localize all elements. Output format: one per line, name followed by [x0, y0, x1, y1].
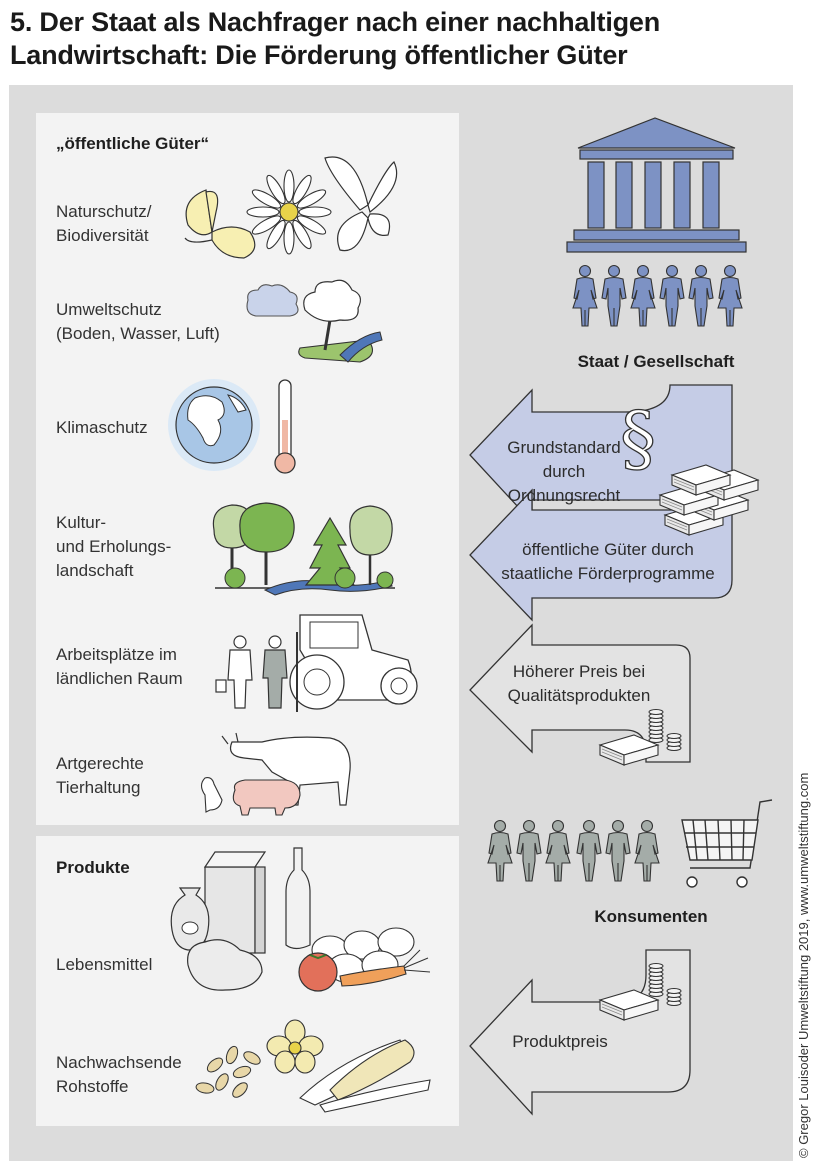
label-rohstoffe: Nachwachsende Rohstoffe — [56, 1053, 182, 1096]
farmer-tractor-icon — [215, 614, 418, 712]
farm-animals-icon — [200, 732, 351, 816]
products-heading: Produkte — [56, 858, 130, 877]
label-lebensmittel: Lebensmittel — [56, 955, 153, 974]
label-arbeitsplaetze: Arbeitsplätze im ländlichen Raum — [56, 645, 183, 688]
money-bills-icon — [659, 464, 759, 536]
qualitaet-label: Höherer Preis bei Qualitätsprodukten — [507, 662, 651, 705]
citizens-icon — [572, 264, 743, 327]
label-tierhaltung: Artgerechte Tierhaltung — [56, 754, 144, 797]
consumers-label: Konsumenten — [594, 907, 708, 926]
consumers-icon — [487, 819, 660, 882]
groceries-icon — [170, 847, 431, 992]
globe-thermometer-icon — [168, 379, 296, 474]
public-goods-heading: „öffentliche Güter“ — [56, 134, 210, 153]
label-klimaschutz: Klimaschutz — [56, 418, 148, 437]
label-landschaft: Kultur- und Erholungs- landschaft — [56, 513, 172, 580]
tree-river-icon — [246, 279, 383, 363]
produktpreis-label: Produktpreis — [512, 1032, 608, 1051]
label-naturschutz: Naturschutz/ Biodiversität — [56, 202, 152, 245]
label-umweltschutz: Umweltschutz (Boden, Wasser, Luft) — [56, 300, 220, 343]
page-title: 5. Der Staat als Nachfrager nach einer n… — [10, 6, 790, 72]
butterfly-flower-icon — [184, 156, 398, 259]
ordnungsrecht-label: Grundstandard durch Ordnungsrecht — [507, 438, 621, 505]
copyright-notice: © Gregor Louisoder Umweltstiftung 2019, … — [796, 772, 811, 1158]
state-label: Staat / Gesellschaft — [577, 352, 735, 371]
produktpreis-arrow — [469, 949, 691, 1116]
landscape-icon — [212, 502, 395, 596]
title-line-1: 5. Der Staat als Nachfrager nach einer n… — [10, 7, 661, 37]
paragraph-icon: § — [620, 396, 656, 480]
state-building-icon — [566, 117, 747, 253]
title-line-2: Landwirtschaft: Die Förderung öffentlich… — [10, 40, 628, 70]
shopping-cart-icon — [681, 799, 773, 888]
seeds-corn-icon — [195, 1019, 431, 1113]
foerderprogramme-label: öffentliche Güter durch staatliche Förde… — [501, 540, 715, 583]
